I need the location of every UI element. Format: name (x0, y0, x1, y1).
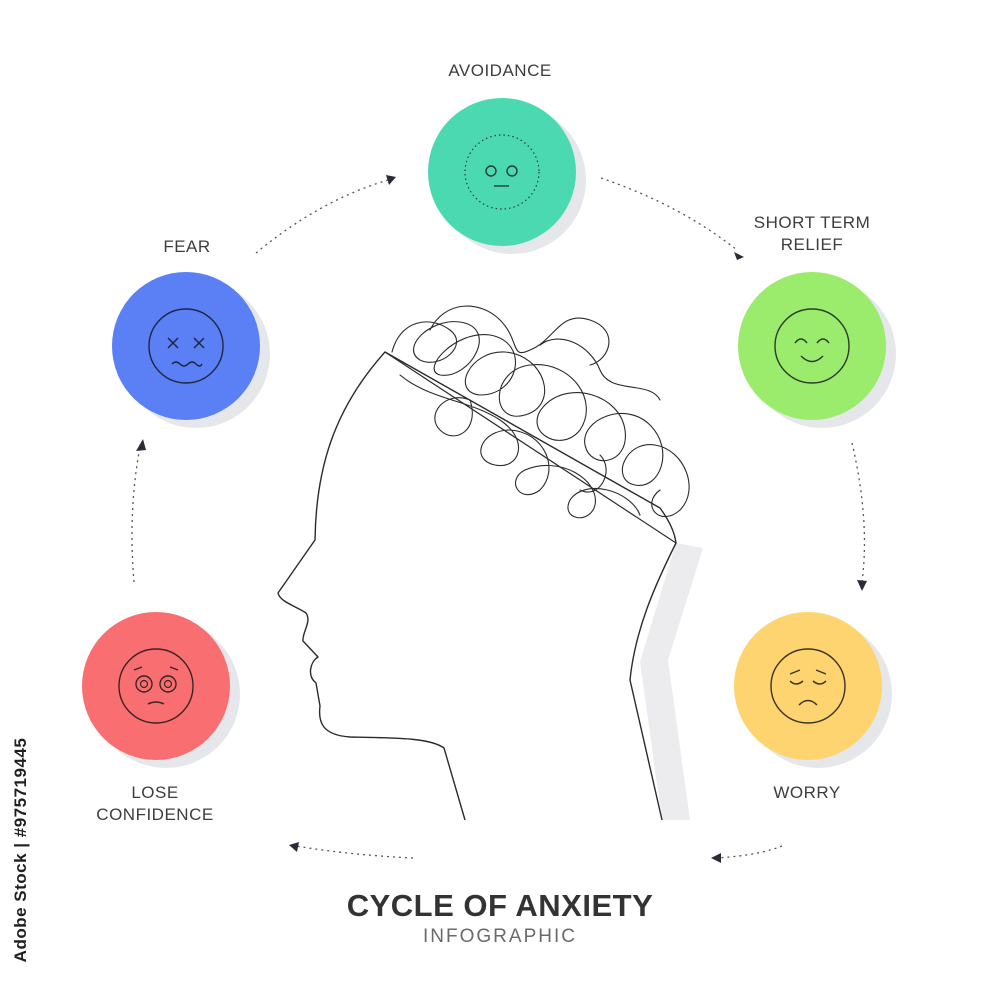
arrow-worry-to-lose-confidence (717, 845, 783, 859)
stock-id-label: Adobe Stock | #975719445 (6, 738, 36, 963)
infographic-subtitle: INFOGRAPHIC (423, 926, 577, 947)
arrowhead (734, 252, 744, 260)
neutral-face-icon (464, 134, 540, 210)
stage-circle-fear (112, 272, 260, 420)
stage-label-lose-confidence: LOSE CONFIDENCE (96, 783, 214, 824)
arrow-avoidance-to-relief (600, 177, 738, 251)
stage-label-avoidance: AVOIDANCE (448, 61, 552, 80)
arrow-relief-to-worry (851, 442, 866, 583)
arrow-bottom-to-lose-confidence (295, 845, 414, 859)
arrowhead (386, 175, 396, 185)
sad-face-icon (770, 648, 846, 724)
stage-circle-short-term-relief (738, 272, 886, 420)
dizzy-face-icon (148, 308, 224, 384)
arrowhead (289, 842, 299, 852)
arrowhead (136, 439, 146, 451)
stage-circle-avoidance (428, 98, 576, 246)
pleading-face-icon (118, 648, 194, 724)
stage-label-short-term-relief: SHORT TERM RELIEF (753, 213, 871, 254)
stage-circle-worry (734, 612, 882, 760)
stage-label-fear: FEAR (163, 237, 211, 256)
stage-circle-lose-confidence (82, 612, 230, 760)
arrow-fear-to-avoidance (255, 179, 389, 254)
stage-label-worry: WORRY (773, 783, 841, 802)
smiling-face-icon (774, 308, 850, 384)
infographic-title: CYCLE OF ANXIETY (346, 888, 654, 923)
arrowhead (857, 580, 867, 591)
arrowhead (711, 853, 721, 863)
stock-id-text: Adobe Stock | #975719445 (11, 737, 30, 963)
arrow-lose-confidence-to-fear (131, 446, 141, 583)
